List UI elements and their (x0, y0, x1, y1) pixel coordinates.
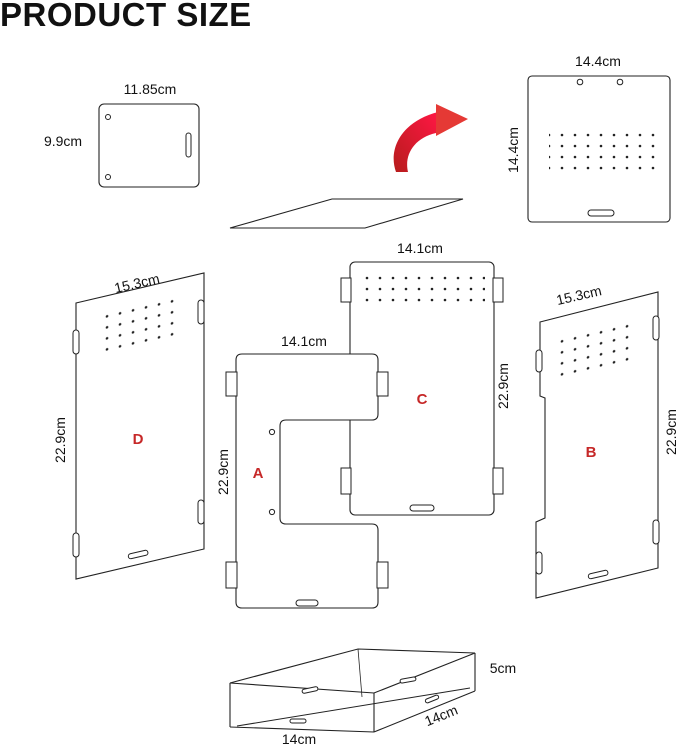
panel-a-width: 14.1cm (281, 333, 327, 349)
panel-b (535, 291, 660, 599)
page-title: PRODUCT SIZE (0, 0, 252, 33)
tray-width: 14cm (282, 731, 316, 746)
panel-a (225, 353, 389, 609)
panel-b-height: 22.9cm (663, 409, 679, 455)
lid-width: 14.4cm (575, 53, 621, 69)
panel-a-label: A (253, 465, 264, 482)
tray-depth: 14cm (422, 702, 460, 730)
panel-c-label: C (417, 391, 428, 408)
small-plate-width: 11.85cm (124, 81, 177, 97)
panel-b-width: 15.3cm (555, 282, 603, 308)
small-plate-height: 9.9cm (44, 133, 82, 149)
red-arrow-icon (393, 104, 468, 172)
lid-height: 14.4cm (505, 127, 521, 173)
tray-height: 5cm (490, 660, 516, 676)
acrylic-sheet (229, 198, 464, 229)
small-plate (98, 103, 200, 188)
panel-c-height: 22.9cm (495, 363, 511, 409)
panel-c-width: 14.1cm (397, 240, 443, 256)
panel-b-label: B (586, 444, 597, 461)
base-tray (229, 648, 476, 733)
panel-a-height: 22.9cm (215, 449, 231, 495)
panel-d-height: 22.9cm (52, 417, 68, 463)
panel-d-label: D (133, 431, 144, 448)
panel-d (72, 272, 205, 580)
square-lid (527, 75, 671, 223)
